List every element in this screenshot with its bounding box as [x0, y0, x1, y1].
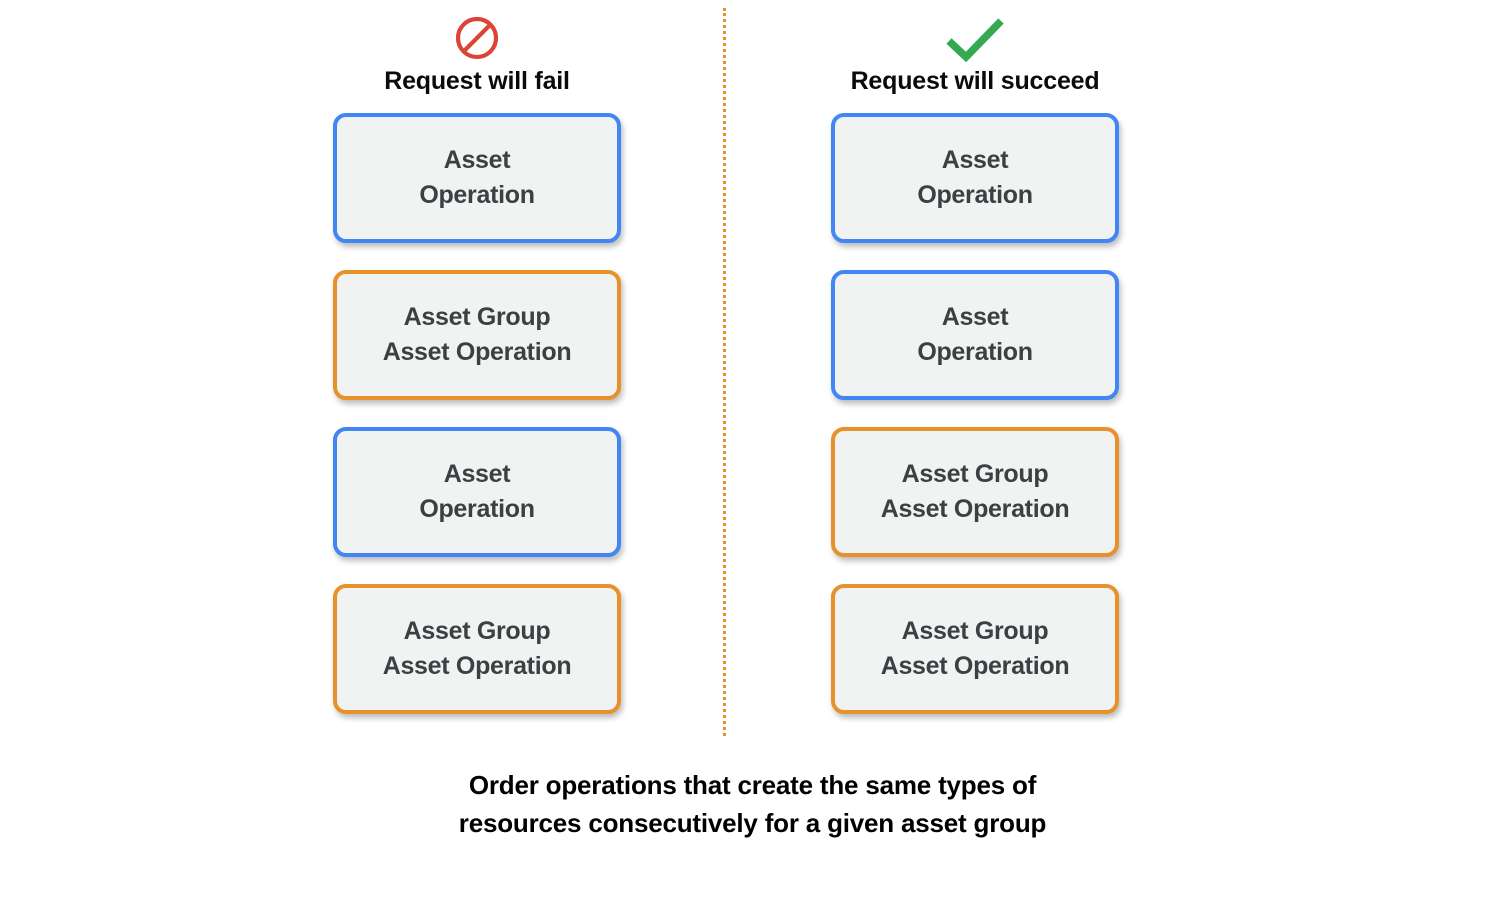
operation-box-asset-operation: Asset Operation	[333, 427, 621, 557]
operation-stack-succeed: Asset Operation Asset Operation Asset Gr…	[831, 113, 1119, 741]
operation-box-asset-operation: Asset Operation	[831, 113, 1119, 243]
operation-box-label: Asset Operation	[419, 459, 535, 524]
column-header-fail: Request will fail	[317, 14, 637, 96]
column-header-succeed: Request will succeed	[815, 14, 1135, 96]
column-divider	[723, 8, 726, 736]
operation-box-label: Asset Group Asset Operation	[880, 459, 1070, 524]
operation-box-asset-group-asset-operation: Asset Group Asset Operation	[333, 584, 621, 714]
operation-box-asset-group-asset-operation: Asset Group Asset Operation	[831, 427, 1119, 557]
operation-box-asset-operation: Asset Operation	[333, 113, 621, 243]
operation-box-asset-operation: Asset Operation	[831, 270, 1119, 400]
diagram-caption: Order operations that create the same ty…	[458, 770, 1047, 839]
column-header-label-fail: Request will fail	[384, 67, 570, 95]
operation-box-label: Asset Operation	[917, 145, 1033, 210]
operation-box-label: Asset Operation	[917, 302, 1033, 367]
column-header-label-succeed: Request will succeed	[850, 67, 1100, 95]
operation-box-label: Asset Operation	[419, 145, 535, 210]
operation-box-label: Asset Group Asset Operation	[382, 302, 572, 367]
operation-box-asset-group-asset-operation: Asset Group Asset Operation	[333, 270, 621, 400]
check-mark-icon	[815, 14, 1135, 62]
operation-stack-fail: Asset Operation Asset Group Asset Operat…	[333, 113, 621, 741]
operation-box-label: Asset Group Asset Operation	[382, 616, 572, 681]
operation-box-label: Asset Group Asset Operation	[880, 616, 1070, 681]
operation-box-asset-group-asset-operation: Asset Group Asset Operation	[831, 584, 1119, 714]
no-entry-icon	[317, 14, 637, 62]
